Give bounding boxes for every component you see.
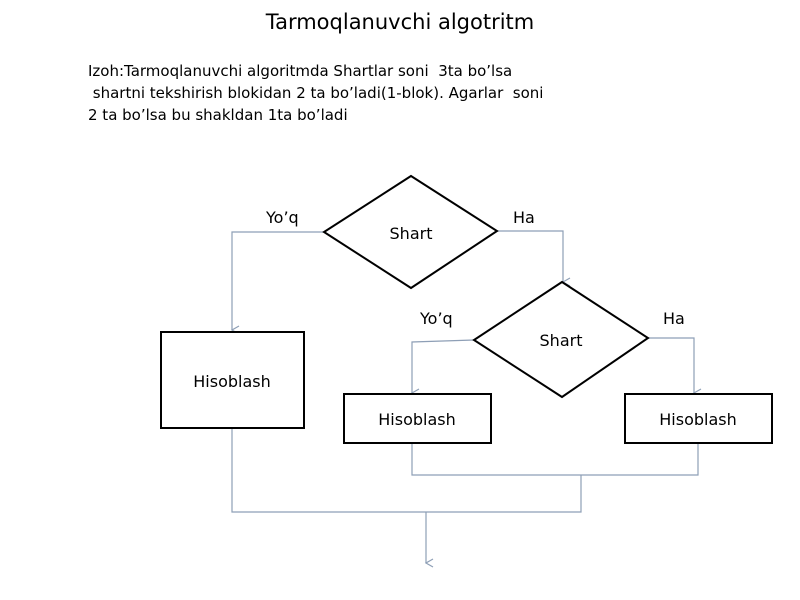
connector-merge-outer xyxy=(231,428,582,513)
process-left-label: Hisoblash xyxy=(193,372,270,391)
decision-2-yes-label: Ha xyxy=(663,309,685,328)
note-text: Izoh:Tarmoqlanuvchi algoritmda Shartlar … xyxy=(88,60,608,126)
process-right-label: Hisoblash xyxy=(659,410,736,429)
connector-d1-no xyxy=(232,231,324,330)
process-middle-label: Hisoblash xyxy=(378,410,455,429)
connector-d2-no xyxy=(412,339,475,393)
connector-d2-yes xyxy=(648,337,694,393)
process-box-right xyxy=(624,393,773,444)
decision-2-label: Shart xyxy=(540,331,583,350)
decision-1-no-label: Yo’q xyxy=(265,208,299,227)
decision-1-label: Shart xyxy=(390,224,433,243)
process-box-left xyxy=(160,331,305,429)
connector-merge-inner xyxy=(411,443,699,476)
note-line-2: shartni tekshirish blokidan 2 ta bo’ladi… xyxy=(88,84,544,102)
decision-1-yes-label: Ha xyxy=(513,208,535,227)
slide-title: Tarmoqlanuvchi algotritm xyxy=(265,10,535,34)
note-line-1: Izoh:Tarmoqlanuvchi algoritmda Shartlar … xyxy=(88,62,513,80)
connector-d1-yes xyxy=(497,230,563,282)
process-box-middle xyxy=(343,393,492,444)
decision-2-no-label: Yo’q xyxy=(419,309,453,328)
decision-diamond-1 xyxy=(322,174,499,290)
note-line-3: 2 ta bo’lsa bu shakldan 1ta bo’ladi xyxy=(88,106,348,124)
decision-diamond-2 xyxy=(472,280,650,399)
